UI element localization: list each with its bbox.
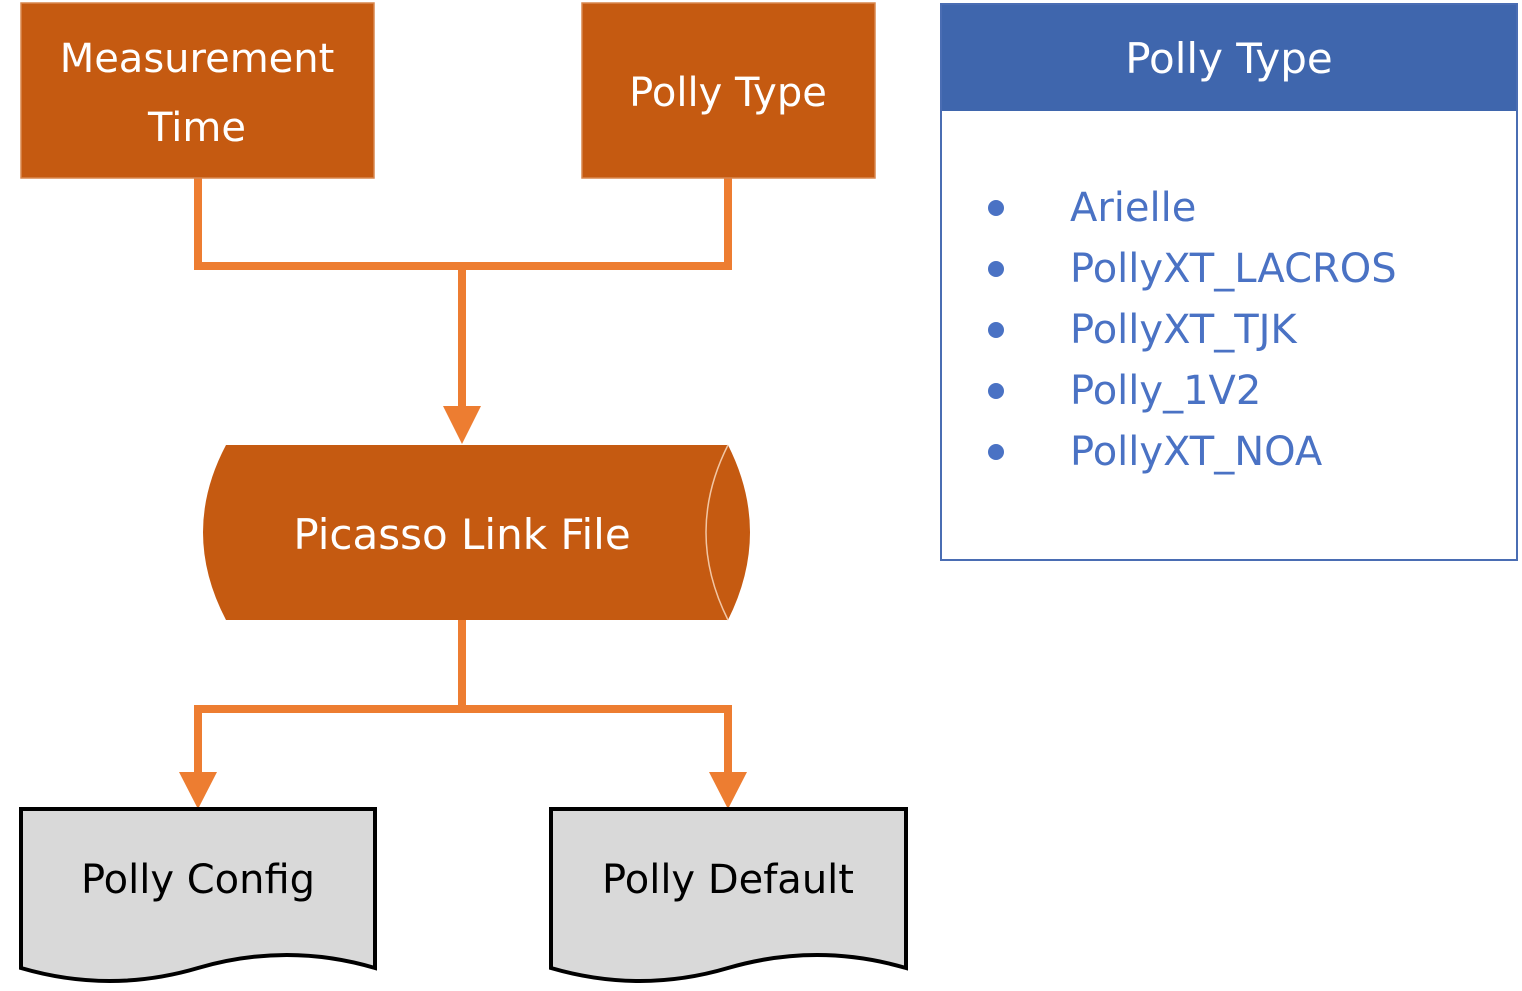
picasso-link-file-node: Picasso Link File [203,444,750,621]
legend-item: PollyXT_LACROS [942,238,1397,299]
connector-lines [194,178,732,778]
arrow-head-to-link-file [443,406,481,444]
arrow-head-to-config [179,772,217,809]
legend-list: Arielle PollyXT_LACROS PollyXT_TJK Polly… [942,177,1397,482]
polly-type-label: Polly Type [629,70,827,116]
bullet-icon [988,199,1004,216]
legend-item: Polly_1V2 [942,360,1397,421]
arrow-head-to-default [709,772,747,809]
picasso-link-file-label: Picasso Link File [293,510,630,559]
connector-link-file-split [194,620,466,778]
polly-config-document: Polly Config [19,807,377,983]
bullet-icon [988,443,1004,460]
bullet-icon [988,382,1004,399]
polly-type-legend-panel: Polly Type Arielle PollyXT_LACROS PollyX… [940,3,1518,561]
legend-item-label: PollyXT_TJK [1070,306,1297,353]
bullet-icon [988,260,1004,277]
legend-item: Arielle [942,177,1397,238]
bullet-icon [988,321,1004,338]
measurement-time-label-line2: Time [147,105,246,151]
connector-pollytype-to-merge [462,178,732,270]
legend-header: Polly Type [942,5,1516,111]
measurement-time-box: Measurement Time [20,2,375,179]
polly-type-box: Polly Type [581,2,876,179]
legend-item-label: PollyXT_LACROS [1070,245,1397,292]
polly-default-document: Polly Default [549,807,908,983]
legend-item-label: PollyXT_NOA [1070,428,1323,475]
connector-split-to-default [462,705,732,778]
polly-config-label: Polly Config [81,857,315,903]
legend-item: PollyXT_NOA [942,421,1397,482]
legend-item-label: Arielle [1070,184,1197,231]
legend-item-label: Polly_1V2 [1070,367,1262,414]
measurement-time-label-line1: Measurement [60,36,335,82]
polly-default-label: Polly Default [602,857,854,903]
connector-measurement-to-merge [194,178,462,270]
legend-item: PollyXT_TJK [942,299,1397,360]
